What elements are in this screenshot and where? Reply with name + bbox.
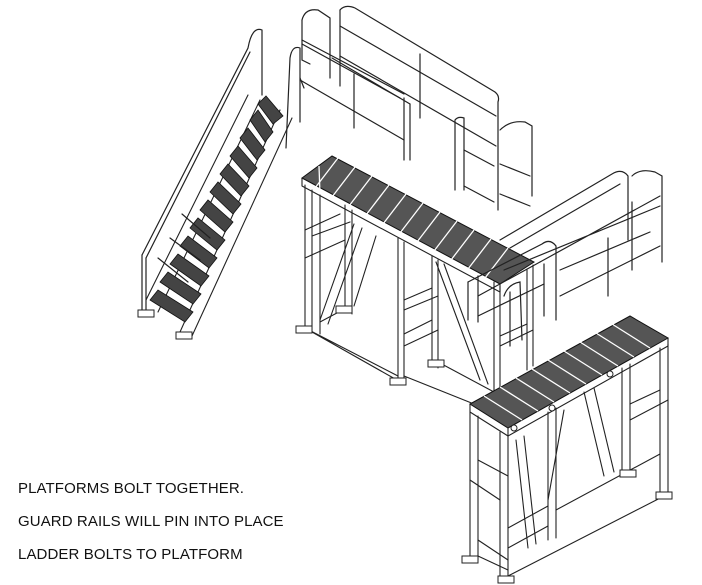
assembly-notes: PLATFORMS BOLT TOGETHER. GUARD RAILS WIL… — [18, 480, 284, 579]
stair-ladder — [137, 28, 301, 340]
guard-rail-middle — [467, 170, 663, 347]
platform-two — [461, 315, 673, 584]
note-ladder-bolts: LADDER BOLTS TO PLATFORM — [18, 546, 243, 563]
note-platforms-bolt: PLATFORMS BOLT TOGETHER. — [18, 480, 245, 497]
guard-rail-upper — [299, 5, 533, 211]
stair-treads — [149, 95, 284, 323]
platform-one — [295, 155, 535, 415]
note-guard-rails-pin: GUARD RAILS WILL PIN INTO PLACE — [18, 513, 284, 530]
